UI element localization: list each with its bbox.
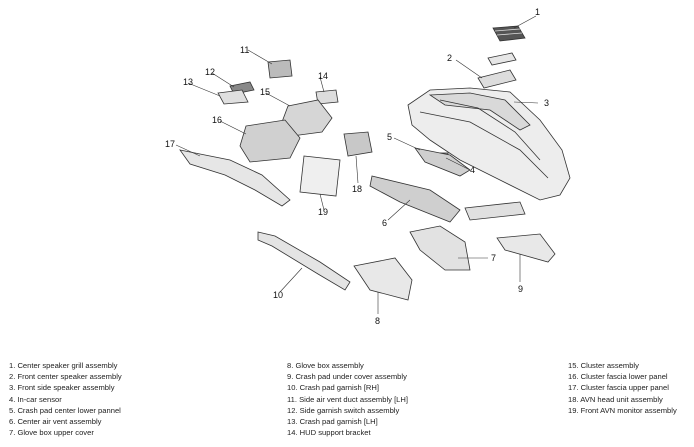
part-avn-monitor bbox=[299, 155, 341, 197]
part-crash-pad-garnish-rh bbox=[257, 231, 351, 291]
legend-item: 11. Side air vent duct assembly [LH] bbox=[287, 394, 408, 404]
callout-11: 11 bbox=[240, 45, 249, 55]
part-center-air-vent bbox=[369, 175, 526, 223]
part-avn-head-unit bbox=[343, 131, 373, 157]
legend-item: 3. Front side speaker assembly bbox=[9, 383, 115, 393]
legend-column-1: 1. Center speaker grill assembly 2. Fron… bbox=[9, 360, 122, 438]
legend-item: 6. Center air vent assembly bbox=[9, 417, 102, 427]
part-glove-box bbox=[353, 257, 413, 301]
callout-6: 6 bbox=[382, 218, 387, 228]
legend-item: 1. Center speaker grill assembly bbox=[9, 361, 118, 370]
part-crash-pad-main bbox=[407, 87, 571, 201]
callout-13: 13 bbox=[183, 77, 193, 87]
legend-item: 16. Cluster fascia lower panel bbox=[568, 372, 668, 382]
legend-item: 18. AVN head unit assembly bbox=[568, 394, 663, 404]
callout-5: 5 bbox=[387, 132, 392, 142]
legend-item: 13. Crash pad garnish [LH] bbox=[287, 417, 378, 427]
callout-4: 4 bbox=[470, 165, 475, 175]
part-center-speaker-grill bbox=[492, 25, 526, 42]
exploded-parts-diagram: 1 2 3 4 5 6 7 8 9 10 11 12 13 14 15 16 1… bbox=[165, 7, 571, 326]
callout-17: 17 bbox=[165, 139, 175, 149]
callout-19: 19 bbox=[318, 207, 328, 217]
legend-item: 5. Crash pad center lower pannel bbox=[9, 405, 121, 415]
legend-item: 19. Front AVN monitor assembly bbox=[568, 405, 677, 415]
callout-12: 12 bbox=[205, 67, 215, 77]
legend-item: 9. Crash pad under cover assembly bbox=[287, 372, 407, 382]
callout-18: 18 bbox=[352, 184, 362, 194]
legend-item: 2. Front center speaker assembly bbox=[9, 372, 122, 382]
legend-item: 17. Cluster fascia upper panel bbox=[568, 383, 669, 393]
legend-item: 10. Crash pad garnish [RH] bbox=[287, 383, 380, 393]
part-crash-pad-center-lower-panel bbox=[414, 147, 471, 177]
legend-column-2: 8. Glove box assembly 9. Crash pad under… bbox=[287, 360, 408, 438]
part-side-air-vent-duct bbox=[267, 59, 293, 79]
callout-16: 16 bbox=[212, 115, 222, 125]
part-cluster-fascia-lower bbox=[239, 119, 301, 163]
part-glove-box-upper-cover bbox=[409, 225, 471, 271]
legend-item: 4. In-car sensor bbox=[9, 394, 62, 404]
part-crash-pad-garnish-lh bbox=[217, 89, 249, 105]
part-cluster-fascia-upper bbox=[179, 149, 291, 207]
callout-10: 10 bbox=[273, 290, 283, 300]
legend-item: 7. Glove box upper cover bbox=[9, 428, 94, 438]
leader-lines bbox=[175, 15, 539, 314]
legend-item: 14. HUD support bracket bbox=[287, 428, 371, 438]
callout-1: 1 bbox=[535, 7, 540, 17]
callout-8: 8 bbox=[375, 316, 380, 326]
part-crash-pad-under-cover bbox=[496, 233, 556, 263]
legend-column-3: 15. Cluster assembly 16. Cluster fascia … bbox=[568, 360, 677, 416]
callout-15: 15 bbox=[260, 87, 270, 97]
callout-7: 7 bbox=[491, 253, 496, 263]
callout-14: 14 bbox=[318, 71, 328, 81]
legend-item: 8. Glove box assembly bbox=[287, 361, 364, 370]
legend-item: 15. Cluster assembly bbox=[568, 361, 639, 370]
legend-item: 12. Side garnish switch assembly bbox=[287, 405, 400, 415]
callout-9: 9 bbox=[518, 284, 523, 294]
callout-2: 2 bbox=[447, 53, 452, 63]
callout-3: 3 bbox=[544, 98, 549, 108]
part-front-center-speaker bbox=[477, 52, 517, 89]
